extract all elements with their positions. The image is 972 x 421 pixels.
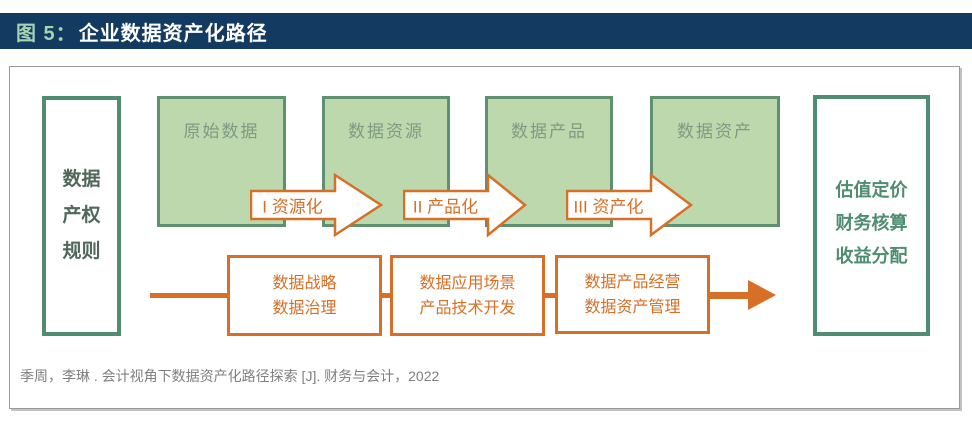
block-arrow-icon	[403, 172, 527, 238]
process-arrow-productization: II 产品化	[403, 172, 528, 238]
process-arrow-label: II 产品化	[412, 197, 479, 217]
stage-label: 数据资源	[348, 122, 424, 141]
valuation-accounting-box: 估值定价 财务核算 收益分配	[813, 95, 930, 336]
flow-arrow-shaft	[710, 292, 750, 299]
flow-arrow-head-icon	[748, 280, 776, 310]
process-arrow-resourcization: I 资源化	[250, 172, 384, 238]
left-box-line: 产权	[62, 205, 101, 226]
activity-line: 产品技术开发	[419, 299, 516, 317]
activity-line: 数据产品经营	[584, 273, 681, 291]
right-box-line: 估值定价	[835, 180, 908, 200]
right-box-line: 收益分配	[835, 246, 908, 266]
activity-line: 数据战略	[272, 274, 337, 292]
flow-connector	[382, 293, 390, 298]
left-box-line: 数据	[62, 169, 101, 190]
figure-number-label: 图 5：	[16, 22, 77, 45]
flow-connector	[545, 293, 555, 298]
diagram-frame: 数据 产权 规则 原始数据 数据资源 数据产品 数据资产 I 资源化 II 产品…	[9, 66, 960, 409]
activity-box-operation-management: 数据产品经营 数据资产管理	[555, 255, 710, 334]
block-arrow-icon	[566, 172, 694, 238]
right-box-line: 财务核算	[835, 213, 908, 233]
stage-box-raw-data: 原始数据	[157, 96, 286, 227]
stage-label: 数据资产	[677, 122, 753, 141]
stage-label: 数据产品	[511, 122, 587, 141]
flow-line-start	[150, 293, 227, 298]
figure-header: 图 5： 企业数据资产化路径	[0, 13, 972, 49]
data-property-rules-box: 数据 产权 规则	[42, 96, 121, 336]
process-arrow-label: III 资产化	[573, 197, 644, 217]
figure-title: 企业数据资产化路径	[78, 22, 268, 45]
activity-line: 数据资产管理	[584, 298, 681, 316]
process-arrow-label: I 资源化	[262, 197, 323, 217]
citation-text: 季周，李琳 . 会计视角下数据资产化路径探索 [J]. 财务与会计，2022	[20, 368, 440, 384]
activity-box-strategy-governance: 数据战略 数据治理	[227, 255, 382, 336]
activity-line: 数据应用场景	[419, 274, 516, 292]
activity-box-scenario-development: 数据应用场景 产品技术开发	[390, 255, 545, 336]
block-arrow-icon	[250, 172, 384, 238]
process-arrow-assetization: III 资产化	[566, 172, 694, 238]
activity-line: 数据治理	[272, 299, 337, 317]
stage-label: 原始数据	[183, 122, 260, 141]
left-box-line: 规则	[62, 241, 101, 262]
